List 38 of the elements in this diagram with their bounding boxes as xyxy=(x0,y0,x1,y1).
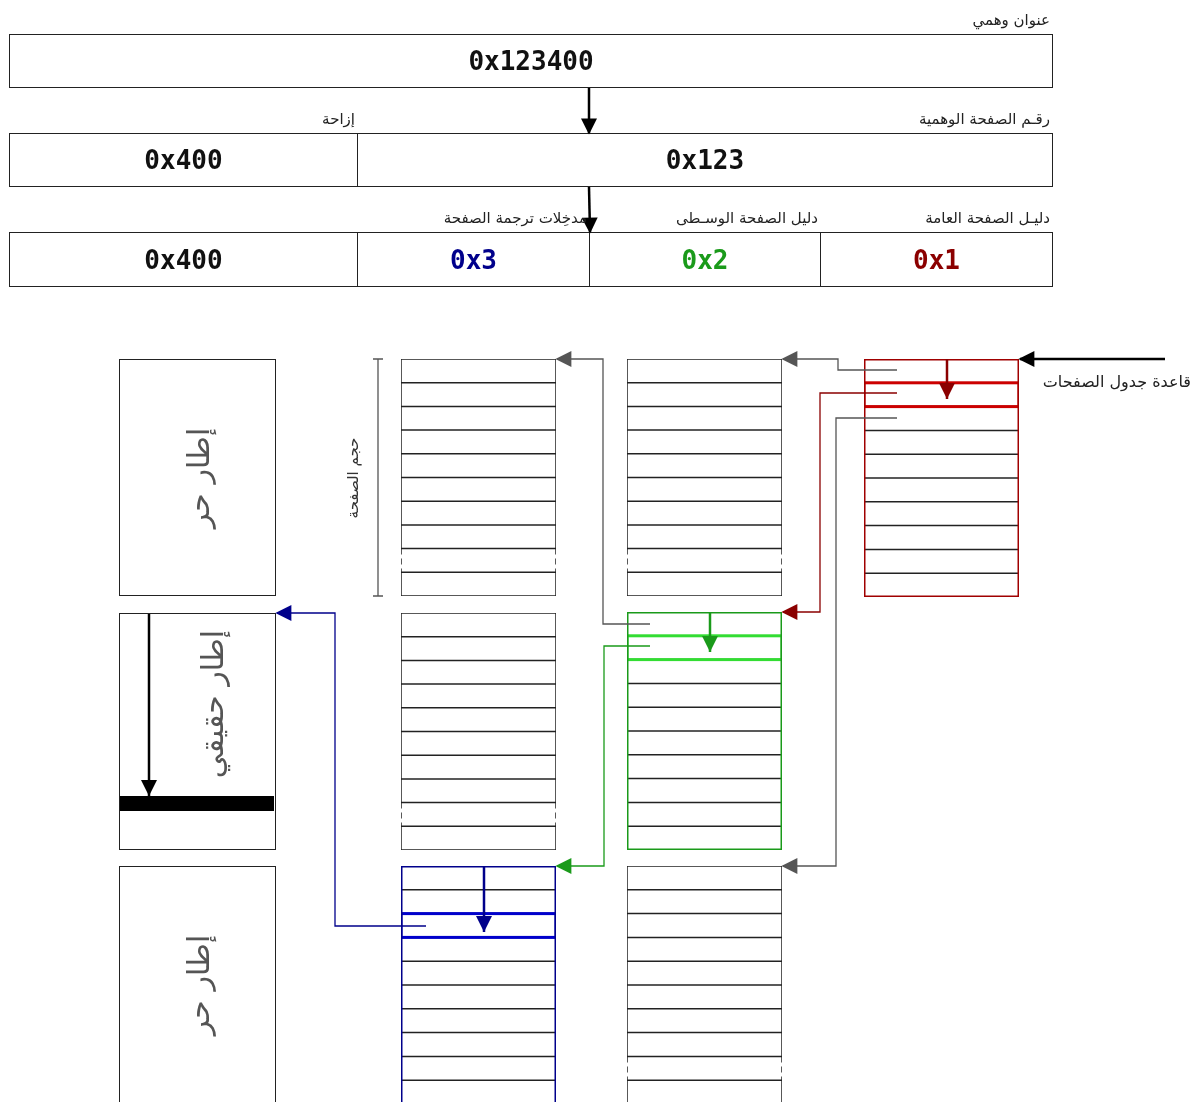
hex-value: 0x123 xyxy=(665,145,745,175)
arrow xyxy=(581,186,598,234)
page-table xyxy=(627,612,782,850)
memory-frame xyxy=(119,613,276,850)
arrow xyxy=(781,417,898,874)
page-table xyxy=(627,359,782,596)
hex-value: 0x2 xyxy=(681,244,729,275)
field-heading: دليل الصفحة الوسـطى xyxy=(676,209,818,227)
field-heading: إزاحة xyxy=(322,110,355,128)
page-table xyxy=(864,359,1019,597)
frame-label: إطار حر xyxy=(180,427,216,529)
arrow xyxy=(555,351,651,625)
memory-frame xyxy=(119,866,276,1102)
hex-value: 0x123400 xyxy=(468,46,594,76)
frame-label: إطار حقيقي xyxy=(194,629,230,779)
dimension-label: حجم الصفحة xyxy=(344,437,362,519)
field-heading: عنوان وهمي xyxy=(972,11,1050,29)
field-heading: رقـم الصفحة الوهمية xyxy=(918,110,1050,128)
table-caption: قاعدة جدول الصفحات xyxy=(1042,372,1191,391)
hex-value: 0x400 xyxy=(144,244,223,275)
hex-value: 0x400 xyxy=(144,145,223,175)
frame-label: إطار حر xyxy=(180,934,216,1036)
field-heading: دليـل الصفحة العامة xyxy=(925,209,1050,227)
arrow xyxy=(781,392,898,620)
page-table xyxy=(401,866,556,1102)
memory-frame xyxy=(119,359,276,596)
page-table xyxy=(401,359,556,596)
field-heading: مدخِلات ترجمة الصفحة xyxy=(443,209,587,227)
page-table xyxy=(401,613,556,850)
arrow xyxy=(1018,351,1165,367)
arrow xyxy=(555,645,651,874)
hex-value: 0x3 xyxy=(450,244,497,275)
address-field xyxy=(9,232,358,287)
hex-value: 0x1 xyxy=(913,244,960,275)
arrow xyxy=(781,351,898,371)
arrow xyxy=(275,605,427,927)
arrow xyxy=(581,88,597,135)
page-table xyxy=(627,866,782,1102)
